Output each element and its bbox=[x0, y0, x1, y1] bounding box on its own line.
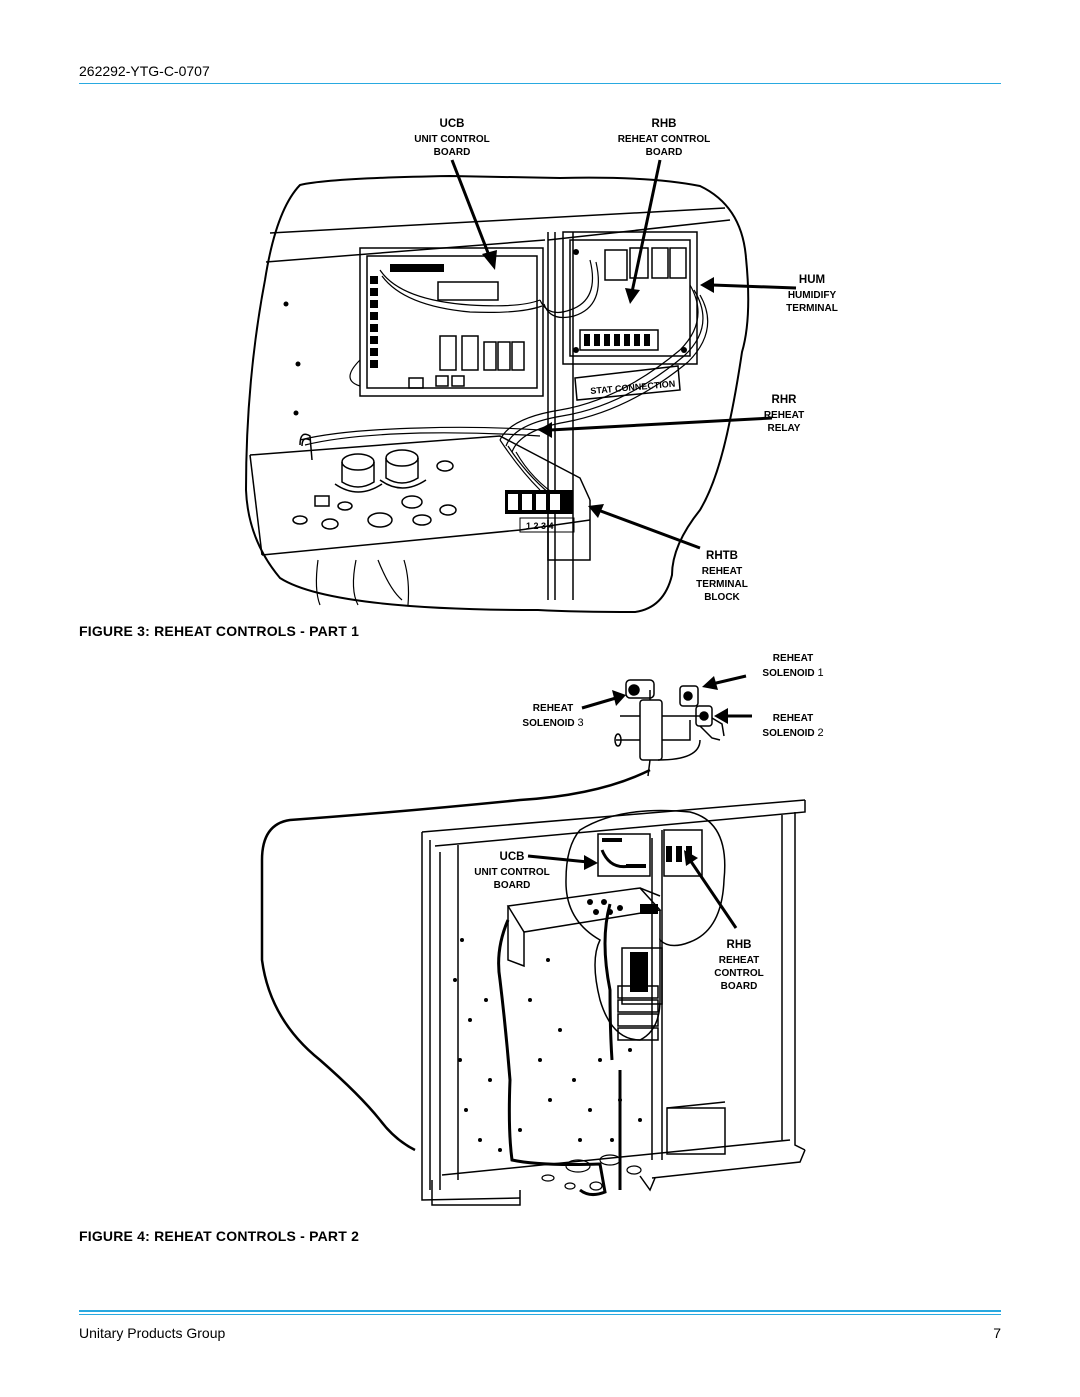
panel-dots bbox=[453, 938, 642, 1152]
rhr-label: RHR REHEAT RELAY bbox=[763, 394, 805, 434]
ucb-terminals bbox=[370, 264, 444, 368]
ucb-board bbox=[359, 247, 544, 397]
figure-4-ucb-label: UCB UNIT CONTROL BOARD bbox=[474, 851, 550, 891]
stat-connection-panel bbox=[574, 365, 681, 401]
ucb-label: UCB UNIT CONTROL BOARD bbox=[414, 118, 490, 158]
footer-rule-thin bbox=[79, 1314, 1001, 1315]
reheat-solenoid-2-label: REHEAT SOLENOID 2 bbox=[762, 713, 824, 739]
reheat-solenoid-1-label: REHEAT SOLENOID 1 bbox=[762, 653, 824, 679]
figure-3-caption: FIGURE 3: REHEAT CONTROLS - PART 1 bbox=[79, 623, 360, 639]
figure-3-outline bbox=[244, 174, 750, 614]
rhtb-terminal-block bbox=[505, 490, 573, 514]
figure-4-caption: FIGURE 4: REHEAT CONTROLS - PART 2 bbox=[79, 1228, 360, 1244]
hum-label: HUM HUMIDIFY TERMINAL bbox=[786, 274, 838, 314]
rhtb-label: RHTB REHEAT TERMINAL BLOCK bbox=[696, 550, 748, 603]
control-area-outline bbox=[565, 809, 726, 1041]
page-number: 7 bbox=[993, 1325, 1001, 1341]
rhb-label: RHB REHEAT CONTROL BOARD bbox=[617, 118, 711, 158]
figure-4-rhb-label: RHB REHEAT CONTROL BOARD bbox=[714, 939, 764, 992]
figure-4-arrows bbox=[527, 674, 752, 929]
reheat-solenoid-3-label: REHEAT SOLENOID 3 bbox=[522, 703, 584, 729]
terminal-numbers: 1 2 3 4 bbox=[526, 521, 554, 531]
figure-4-arrowheads bbox=[584, 676, 728, 870]
wire-harness bbox=[299, 259, 709, 499]
figure-3-arrows bbox=[450, 159, 797, 550]
header-rule bbox=[79, 83, 1001, 84]
cabinet-panel bbox=[421, 799, 806, 1206]
wire-main bbox=[497, 919, 607, 1197]
solenoid-valve-assembly bbox=[614, 679, 725, 777]
figure-3-arrowheads bbox=[482, 250, 714, 518]
footer-company: Unitary Products Group bbox=[79, 1325, 226, 1341]
base-plugs bbox=[292, 433, 457, 530]
document-id: 262292-YTG-C-0707 bbox=[79, 63, 210, 79]
figure-4-loop bbox=[260, 768, 651, 1152]
footer-rule bbox=[79, 1310, 1001, 1312]
